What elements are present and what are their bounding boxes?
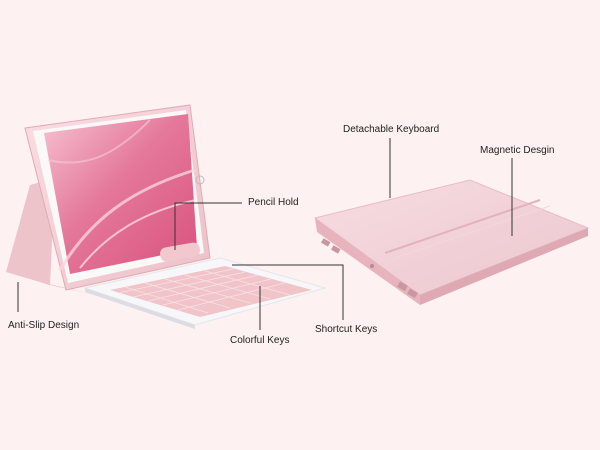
label-shortcut-keys: Shortcut Keys [315, 324, 378, 335]
pencil-holder [160, 242, 200, 262]
cover-front [420, 228, 588, 305]
label-colorful-keys: Colorful Keys [230, 335, 290, 346]
tablet-keyboard-case [6, 104, 327, 329]
keyboard-front-edge [85, 288, 195, 329]
port-icon [321, 238, 331, 247]
screen-wallpaper-swirl [47, 119, 151, 164]
magnetic-strip [394, 205, 551, 259]
label-anti-slip-design: Anti-Slip Design [8, 320, 80, 331]
port-icon [407, 288, 418, 299]
screen-wallpaper-swirl [58, 168, 196, 271]
port-icon [397, 281, 408, 292]
keyboard-keys [110, 266, 312, 317]
indicator-light-icon [370, 264, 374, 268]
label-magnetic-design: Magnetic Desgin [480, 145, 555, 156]
leader-shortcut-keys [232, 264, 344, 320]
port-icon [331, 245, 341, 254]
key-grid [117, 268, 291, 314]
cover-side [315, 218, 420, 305]
tablet-screen [44, 114, 197, 274]
case-stand [6, 178, 55, 285]
screen-wallpaper-swirl [79, 199, 197, 269]
home-button [195, 175, 205, 185]
cover-top [313, 179, 590, 296]
label-detachable-keyboard: Detachable Keyboard [343, 124, 440, 135]
label-pencil-hold: Pencil Hold [248, 197, 299, 208]
callout-lines [17, 138, 513, 330]
closed-keyboard-case [313, 179, 590, 305]
leader-pencil-hold [174, 202, 242, 250]
magnetic-strip [384, 199, 541, 254]
